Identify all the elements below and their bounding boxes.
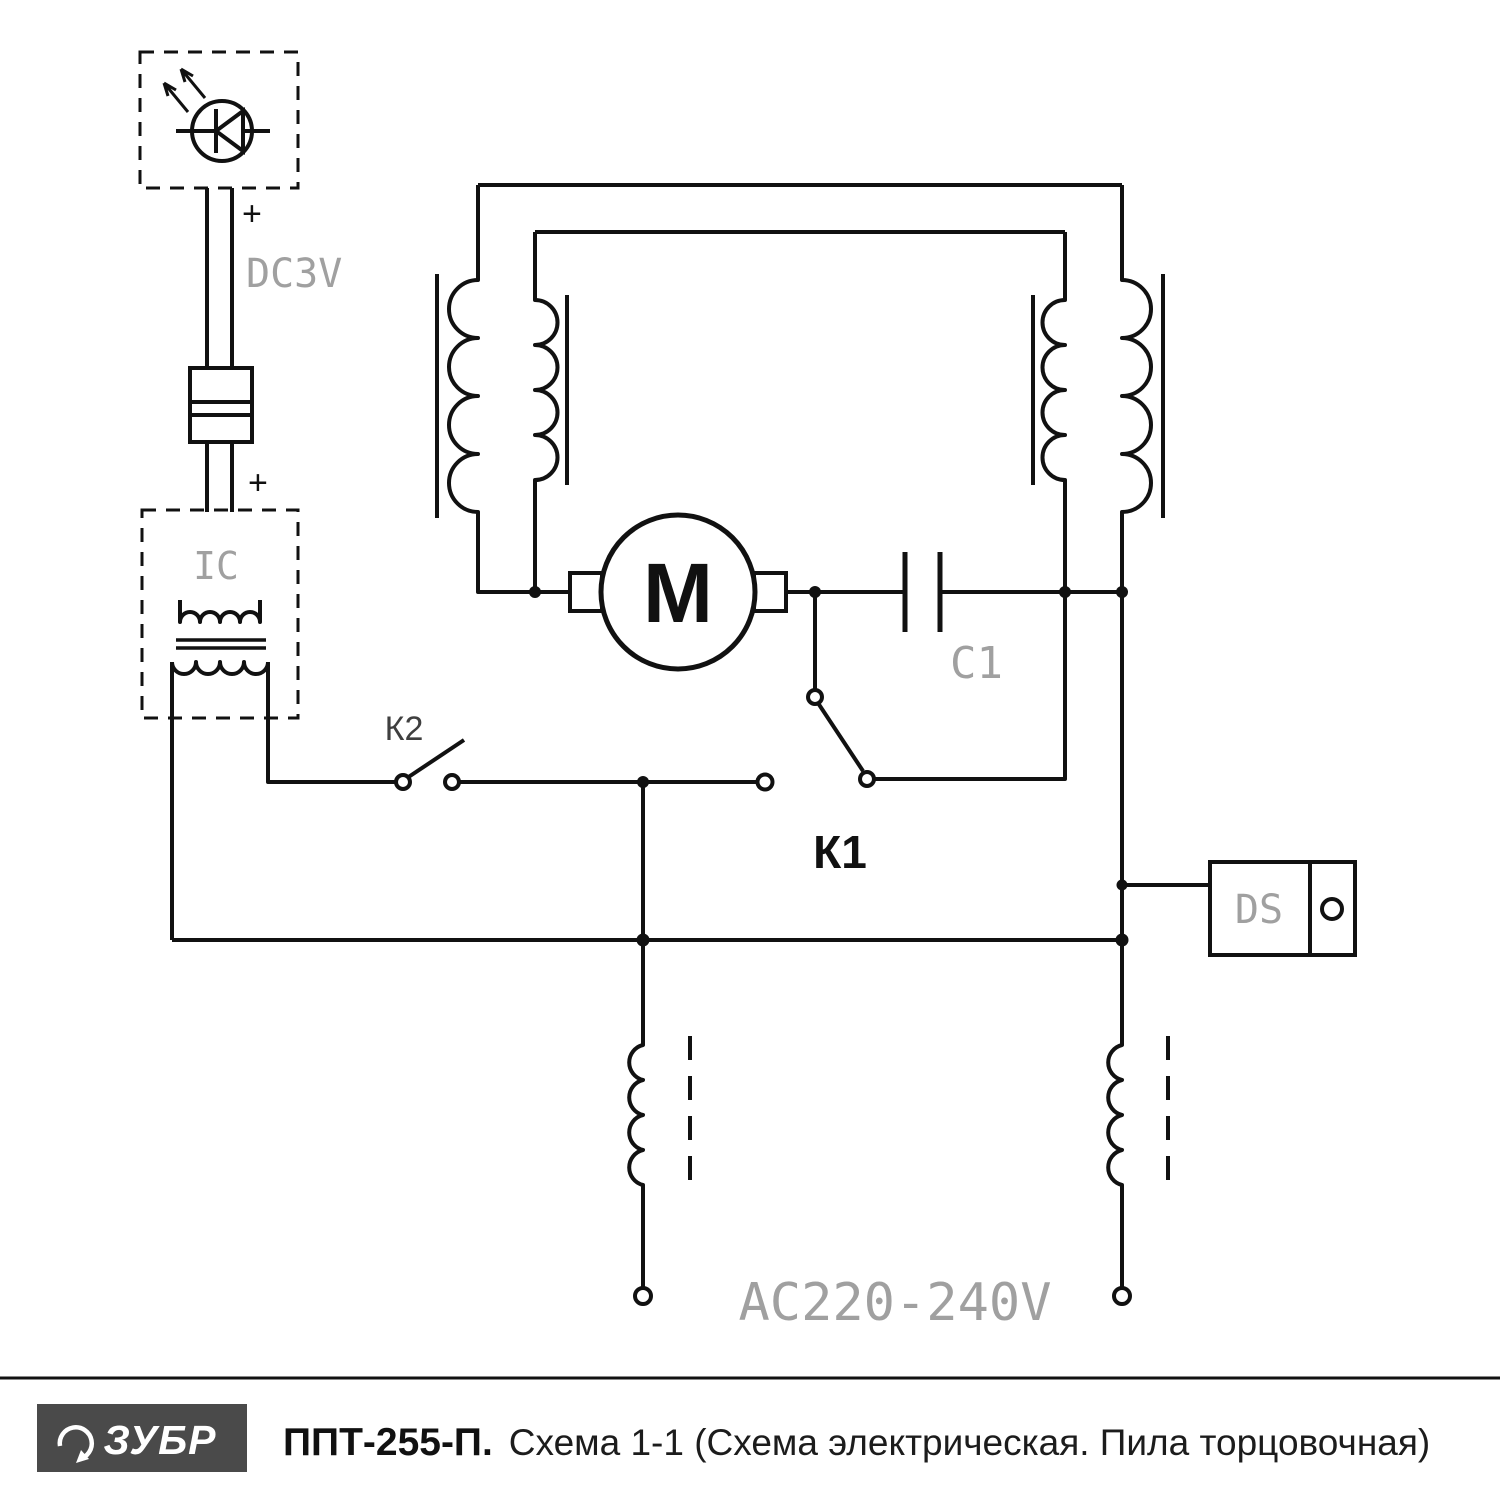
laser-cable-upper: [205, 188, 234, 368]
ic-transformer-secondary: [170, 660, 270, 676]
label-c1: C1: [950, 638, 1003, 689]
ds-terminal-circle: [1320, 897, 1344, 921]
ic-dashed-box: [140, 508, 300, 720]
supply-terminals: [633, 1286, 1132, 1306]
junction-dot: [637, 776, 649, 788]
label-plus-bottom: +: [248, 464, 268, 502]
motor-assembly: [568, 512, 788, 672]
junction-dot: [529, 586, 541, 598]
k2-contact-right: [443, 773, 461, 791]
k2-lever: [405, 738, 466, 780]
label-ds: DS: [1235, 887, 1283, 933]
left-supply-branch-and-choke: [627, 782, 645, 1288]
emission-arrow-2: [162, 81, 190, 113]
k1-lever: [816, 701, 865, 773]
ds-terminal-block: [1308, 860, 1357, 957]
footer-title: ППТ-255-П. Схема 1-1 (Схема электрическа…: [283, 1421, 1430, 1464]
inline-connector: [188, 366, 254, 444]
label-plus-top: +: [242, 195, 262, 233]
ac-terminal-left: [633, 1286, 653, 1306]
capacitor-c1: [902, 552, 943, 632]
ic-right-lead-to-k2: [266, 662, 396, 784]
capacitor-plates: [902, 552, 943, 632]
junction-dots: [529, 586, 1129, 947]
brand-logo-text: ЗУБР: [104, 1417, 217, 1463]
field-winding-left-inner: [533, 232, 560, 592]
junction-dot: [636, 933, 650, 947]
laser-cable-lower: [205, 442, 234, 512]
ic-transformer-core: [176, 638, 266, 650]
k2-contact-left: [394, 773, 412, 791]
led-emission-arrows: [162, 67, 207, 113]
footer-subtitle: Схема 1-1 (Схема электрическая. Пила тор…: [509, 1422, 1430, 1463]
laser-led-module: [138, 50, 300, 512]
ac-terminal-right: [1112, 1286, 1132, 1306]
motor-brush-left: [568, 571, 604, 613]
label-ic: IC: [193, 544, 239, 588]
junction-dot: [1115, 933, 1129, 947]
k1-contact-bottom: [858, 770, 876, 788]
main-wiring: [170, 183, 1210, 1288]
label-k2: К2: [385, 710, 424, 748]
led-dashed-box: [138, 50, 300, 190]
label-k1: К1: [813, 826, 867, 878]
brand-badge: [37, 1404, 247, 1472]
footer: ЗУБР ППТ-255-П. Схема 1-1 (Схема электри…: [0, 1376, 1500, 1472]
laser-driver-ic: [140, 508, 300, 720]
footer-model: ППТ-255-П.: [283, 1421, 493, 1464]
thermal-switch-ds: [1208, 860, 1357, 957]
inline-connector-bars: [190, 400, 252, 417]
emission-arrow-1: [179, 67, 207, 99]
junction-dot: [809, 586, 821, 598]
led-diode-triangle: [212, 107, 245, 155]
label-dc3v: DC3V: [246, 251, 342, 297]
junction-dot: [1116, 586, 1128, 598]
switch-k1: [755, 592, 876, 792]
label-ac-voltage: AC220-240V: [738, 1273, 1051, 1333]
junction-dot: [1116, 879, 1128, 891]
field-winding-right-outer-and-choke: [1106, 185, 1153, 1288]
ic-transformer-primary: [178, 600, 262, 624]
junction-dot: [1059, 586, 1071, 598]
k1-contact-top: [806, 688, 824, 706]
field-winding-right-inner: [874, 232, 1067, 781]
brand-logo-icon: [57, 1425, 94, 1463]
k1-alternate-contact: [755, 772, 775, 792]
motor-brush-right: [752, 571, 788, 613]
motor-circle: [598, 512, 758, 672]
label-motor: M: [643, 546, 713, 640]
switch-k2: [394, 738, 466, 791]
field-winding-left-outer: [447, 185, 570, 594]
